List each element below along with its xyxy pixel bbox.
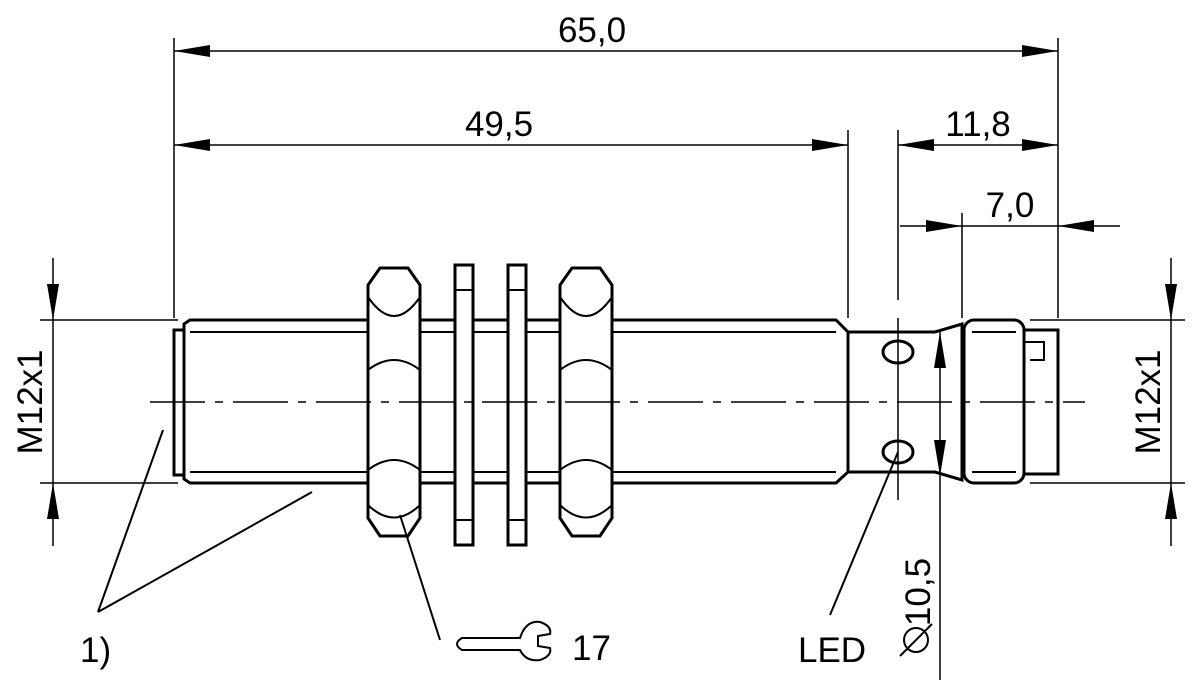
label-thread-right: M12x1 — [1129, 349, 1168, 454]
lock-washer-1 — [453, 263, 475, 547]
diameter-symbol-icon — [899, 623, 933, 657]
label-note-ref: 1) — [80, 631, 111, 670]
label-connector-length: 7,0 — [986, 186, 1035, 225]
label-rear-length: 11,8 — [945, 105, 1011, 144]
led-window-lower — [881, 439, 915, 465]
dimension-connector-length: 7,0 — [900, 186, 1120, 232]
callout-note-1: 1) — [80, 429, 313, 670]
dimension-overall-length: 65,0 — [174, 11, 1058, 57]
label-thread-length: 49,5 — [465, 105, 533, 144]
label-overall-length: 65,0 — [558, 11, 626, 50]
callout-wrench: 17 — [399, 514, 611, 668]
dimension-rear-length: 11,8 — [898, 105, 1058, 151]
lock-washer-2 — [506, 263, 528, 547]
callout-led: LED — [798, 451, 899, 670]
connector-key — [1024, 328, 1060, 476]
dimension-diameter: 10,5 — [899, 332, 946, 680]
label-thread-left: M12x1 — [11, 349, 50, 454]
label-diameter: 10,5 — [899, 558, 938, 626]
extension-lines — [40, 38, 1185, 500]
wrench-icon — [456, 620, 552, 662]
label-wrench-size: 17 — [572, 629, 611, 668]
label-led: LED — [798, 631, 866, 670]
dimension-thread-length: 49,5 — [174, 105, 848, 151]
dimension-thread-right: M12x1 — [1129, 258, 1177, 546]
led-window-upper — [881, 339, 915, 365]
mounting-nut-front — [366, 266, 422, 538]
dimension-thread-left: M12x1 — [11, 258, 59, 546]
